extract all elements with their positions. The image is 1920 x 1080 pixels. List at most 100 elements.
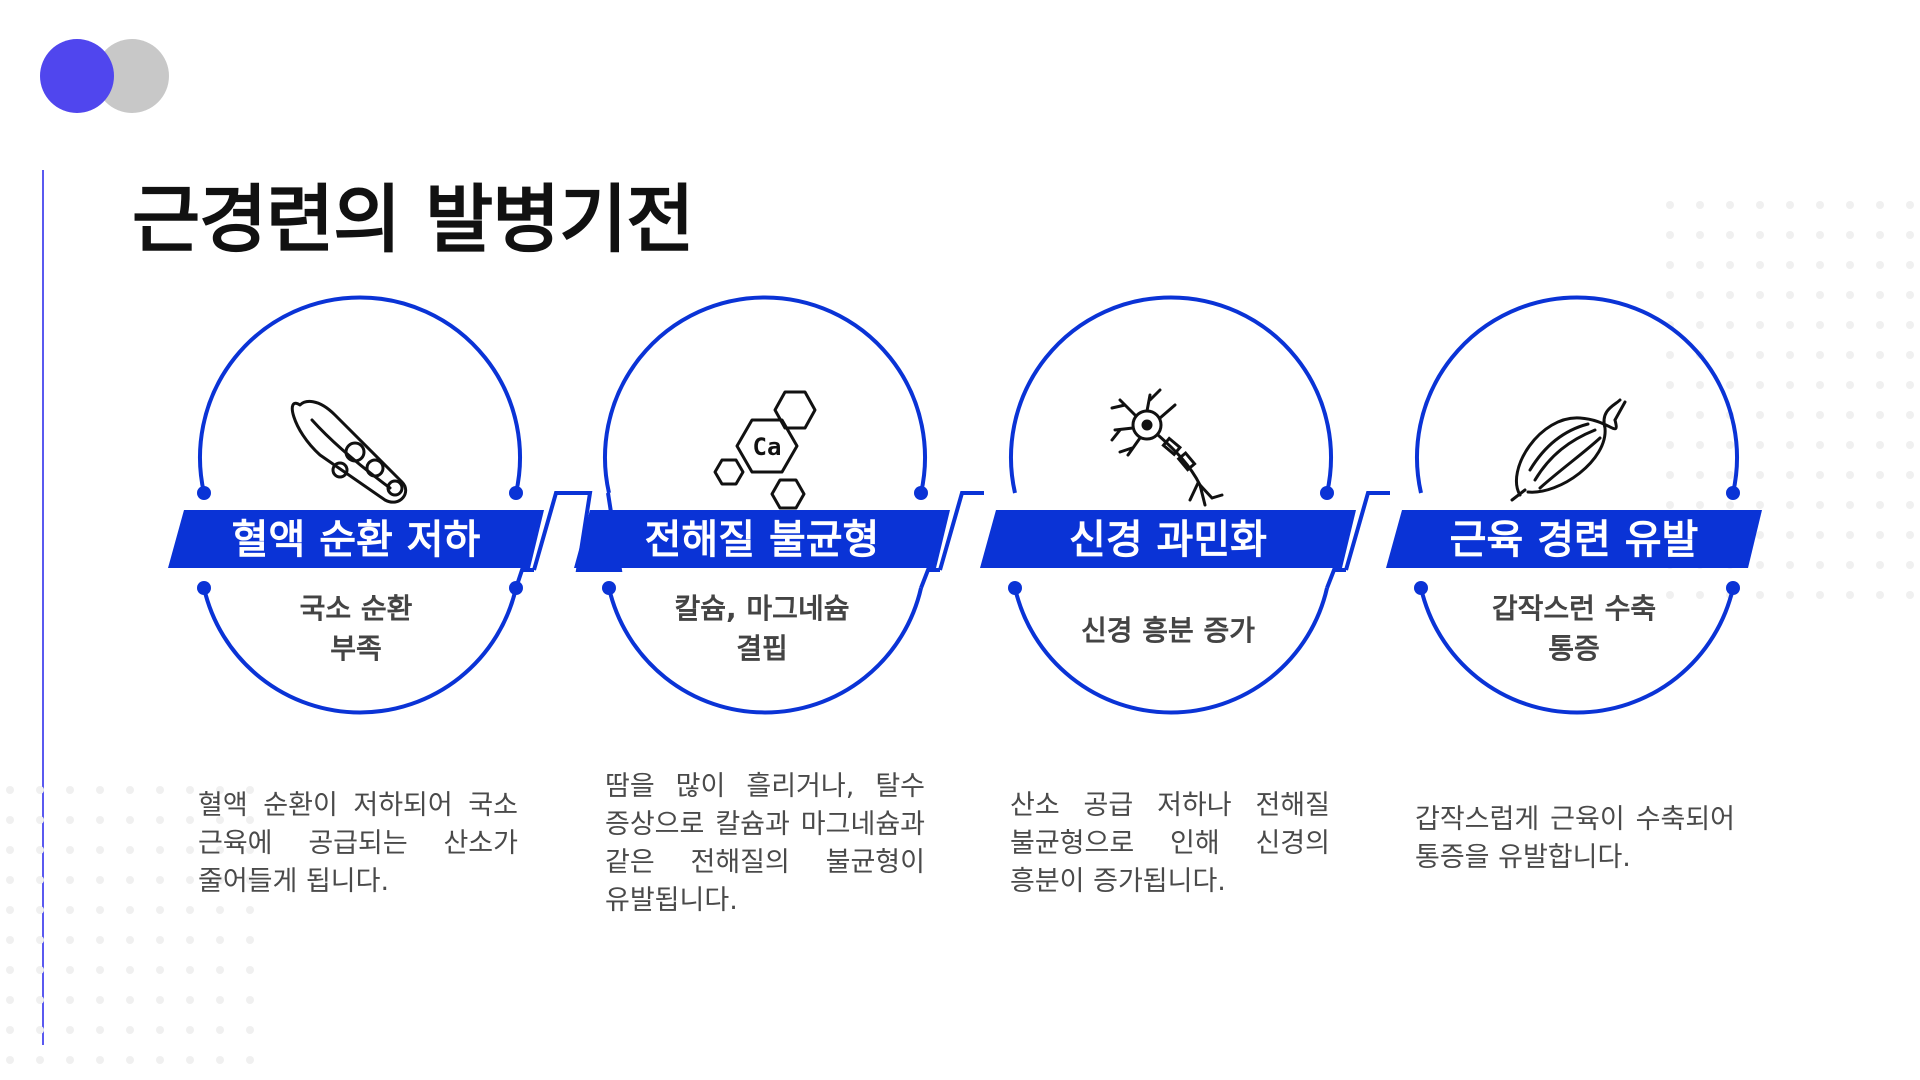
pattern-dot bbox=[1666, 381, 1674, 389]
pattern-dot bbox=[1876, 591, 1884, 599]
pattern-dot bbox=[1786, 231, 1794, 239]
pattern-dot bbox=[1816, 381, 1824, 389]
pattern-dot bbox=[1786, 321, 1794, 329]
pattern-dot bbox=[36, 1056, 44, 1064]
step-label-3: 신경 과민화 bbox=[1069, 517, 1267, 563]
pattern-dot bbox=[1666, 501, 1674, 509]
pattern-dot bbox=[1726, 291, 1734, 299]
pattern-dot bbox=[36, 996, 44, 1004]
pattern-dot bbox=[216, 996, 224, 1004]
pattern-dot bbox=[1816, 561, 1824, 569]
pattern-dot bbox=[66, 996, 74, 1004]
pattern-dot bbox=[6, 786, 14, 794]
pattern-dot bbox=[6, 1056, 14, 1064]
pattern-dot bbox=[6, 816, 14, 824]
pattern-dot bbox=[126, 1056, 134, 1064]
pattern-dot bbox=[186, 876, 194, 884]
pattern-dot bbox=[1846, 261, 1854, 269]
step-banner-1 bbox=[168, 510, 544, 568]
pattern-dot bbox=[96, 996, 104, 1004]
pattern-dot bbox=[1726, 231, 1734, 239]
muscle-icon bbox=[1510, 398, 1627, 502]
pattern-dot bbox=[1816, 291, 1824, 299]
pattern-dot bbox=[246, 846, 254, 854]
pattern-dot bbox=[1876, 441, 1884, 449]
pattern-dot bbox=[1846, 351, 1854, 359]
pattern-dot bbox=[1846, 441, 1854, 449]
pattern-dot bbox=[1906, 351, 1914, 359]
pattern-dot bbox=[1846, 321, 1854, 329]
pattern-dot bbox=[1756, 231, 1764, 239]
pattern-dot bbox=[1846, 291, 1854, 299]
pattern-dot bbox=[1876, 291, 1884, 299]
pattern-dot bbox=[216, 816, 224, 824]
pattern-dot bbox=[1906, 501, 1914, 509]
calcium-molecule-icon: Ca bbox=[713, 390, 817, 510]
pattern-dot bbox=[1846, 471, 1854, 479]
pattern-dot bbox=[1876, 531, 1884, 539]
pattern-dot bbox=[186, 816, 194, 824]
step-sub-3a: 신경 흥분 증가 bbox=[1081, 614, 1255, 647]
pattern-dot bbox=[6, 846, 14, 854]
pattern-dot bbox=[1906, 471, 1914, 479]
pattern-dot bbox=[1696, 591, 1704, 599]
pattern-dot bbox=[1666, 351, 1674, 359]
pattern-dot bbox=[1786, 591, 1794, 599]
pattern-dot bbox=[96, 1056, 104, 1064]
pattern-dot bbox=[1666, 231, 1674, 239]
pattern-dot bbox=[1726, 201, 1734, 209]
pattern-dot bbox=[186, 996, 194, 1004]
pattern-dot bbox=[36, 846, 44, 854]
pattern-dot bbox=[126, 936, 134, 944]
pattern-dot bbox=[6, 906, 14, 914]
pattern-dot bbox=[216, 876, 224, 884]
pattern-dot bbox=[1846, 531, 1854, 539]
pattern-dot bbox=[96, 966, 104, 974]
neuron-icon bbox=[1110, 388, 1224, 507]
pattern-dot bbox=[1696, 441, 1704, 449]
pattern-dot bbox=[246, 966, 254, 974]
pattern-dot bbox=[1876, 321, 1884, 329]
pattern-dot bbox=[1816, 261, 1824, 269]
pattern-dot bbox=[1756, 321, 1764, 329]
pattern-dot bbox=[1876, 231, 1884, 239]
pattern-dot bbox=[216, 966, 224, 974]
pattern-dot bbox=[1756, 261, 1764, 269]
pattern-dot bbox=[1786, 531, 1794, 539]
pattern-dot bbox=[1906, 321, 1914, 329]
pattern-dot bbox=[1816, 351, 1824, 359]
step-sub-2a: 칼슘, 마그네슘 bbox=[675, 592, 850, 625]
pattern-dot bbox=[246, 1026, 254, 1034]
pattern-dot bbox=[1846, 381, 1854, 389]
pattern-dot bbox=[96, 786, 104, 794]
pattern-dot bbox=[126, 996, 134, 1004]
pattern-dot bbox=[66, 846, 74, 854]
pattern-dot bbox=[186, 936, 194, 944]
side-accent-line bbox=[42, 170, 44, 1045]
pattern-dot bbox=[126, 816, 134, 824]
pattern-dot bbox=[1666, 201, 1674, 209]
pattern-dot bbox=[6, 936, 14, 944]
pattern-dot bbox=[216, 936, 224, 944]
pattern-dot bbox=[246, 1056, 254, 1064]
pattern-dot bbox=[246, 786, 254, 794]
pattern-dot bbox=[186, 846, 194, 854]
pattern-dot bbox=[36, 906, 44, 914]
pattern-dot bbox=[1816, 231, 1824, 239]
process-diagram: 혈액 순환 저하 전해질 불균형 신경 과민화 근육 경련 유발 국소 순환 부… bbox=[168, 295, 1762, 715]
pattern-dot bbox=[1696, 291, 1704, 299]
pattern-dot bbox=[126, 786, 134, 794]
pattern-dot bbox=[186, 1056, 194, 1064]
pattern-dot bbox=[1696, 501, 1704, 509]
pattern-dot bbox=[1756, 561, 1764, 569]
pattern-dot bbox=[1756, 441, 1764, 449]
pattern-dot bbox=[1876, 411, 1884, 419]
pattern-dot bbox=[1696, 411, 1704, 419]
pattern-dot bbox=[1906, 591, 1914, 599]
step-sub-2b: 결핍 bbox=[736, 632, 788, 665]
pattern-dot bbox=[1756, 411, 1764, 419]
pattern-dot bbox=[36, 966, 44, 974]
pattern-dot bbox=[6, 996, 14, 1004]
pattern-dot bbox=[1786, 561, 1794, 569]
pattern-dot bbox=[1906, 291, 1914, 299]
